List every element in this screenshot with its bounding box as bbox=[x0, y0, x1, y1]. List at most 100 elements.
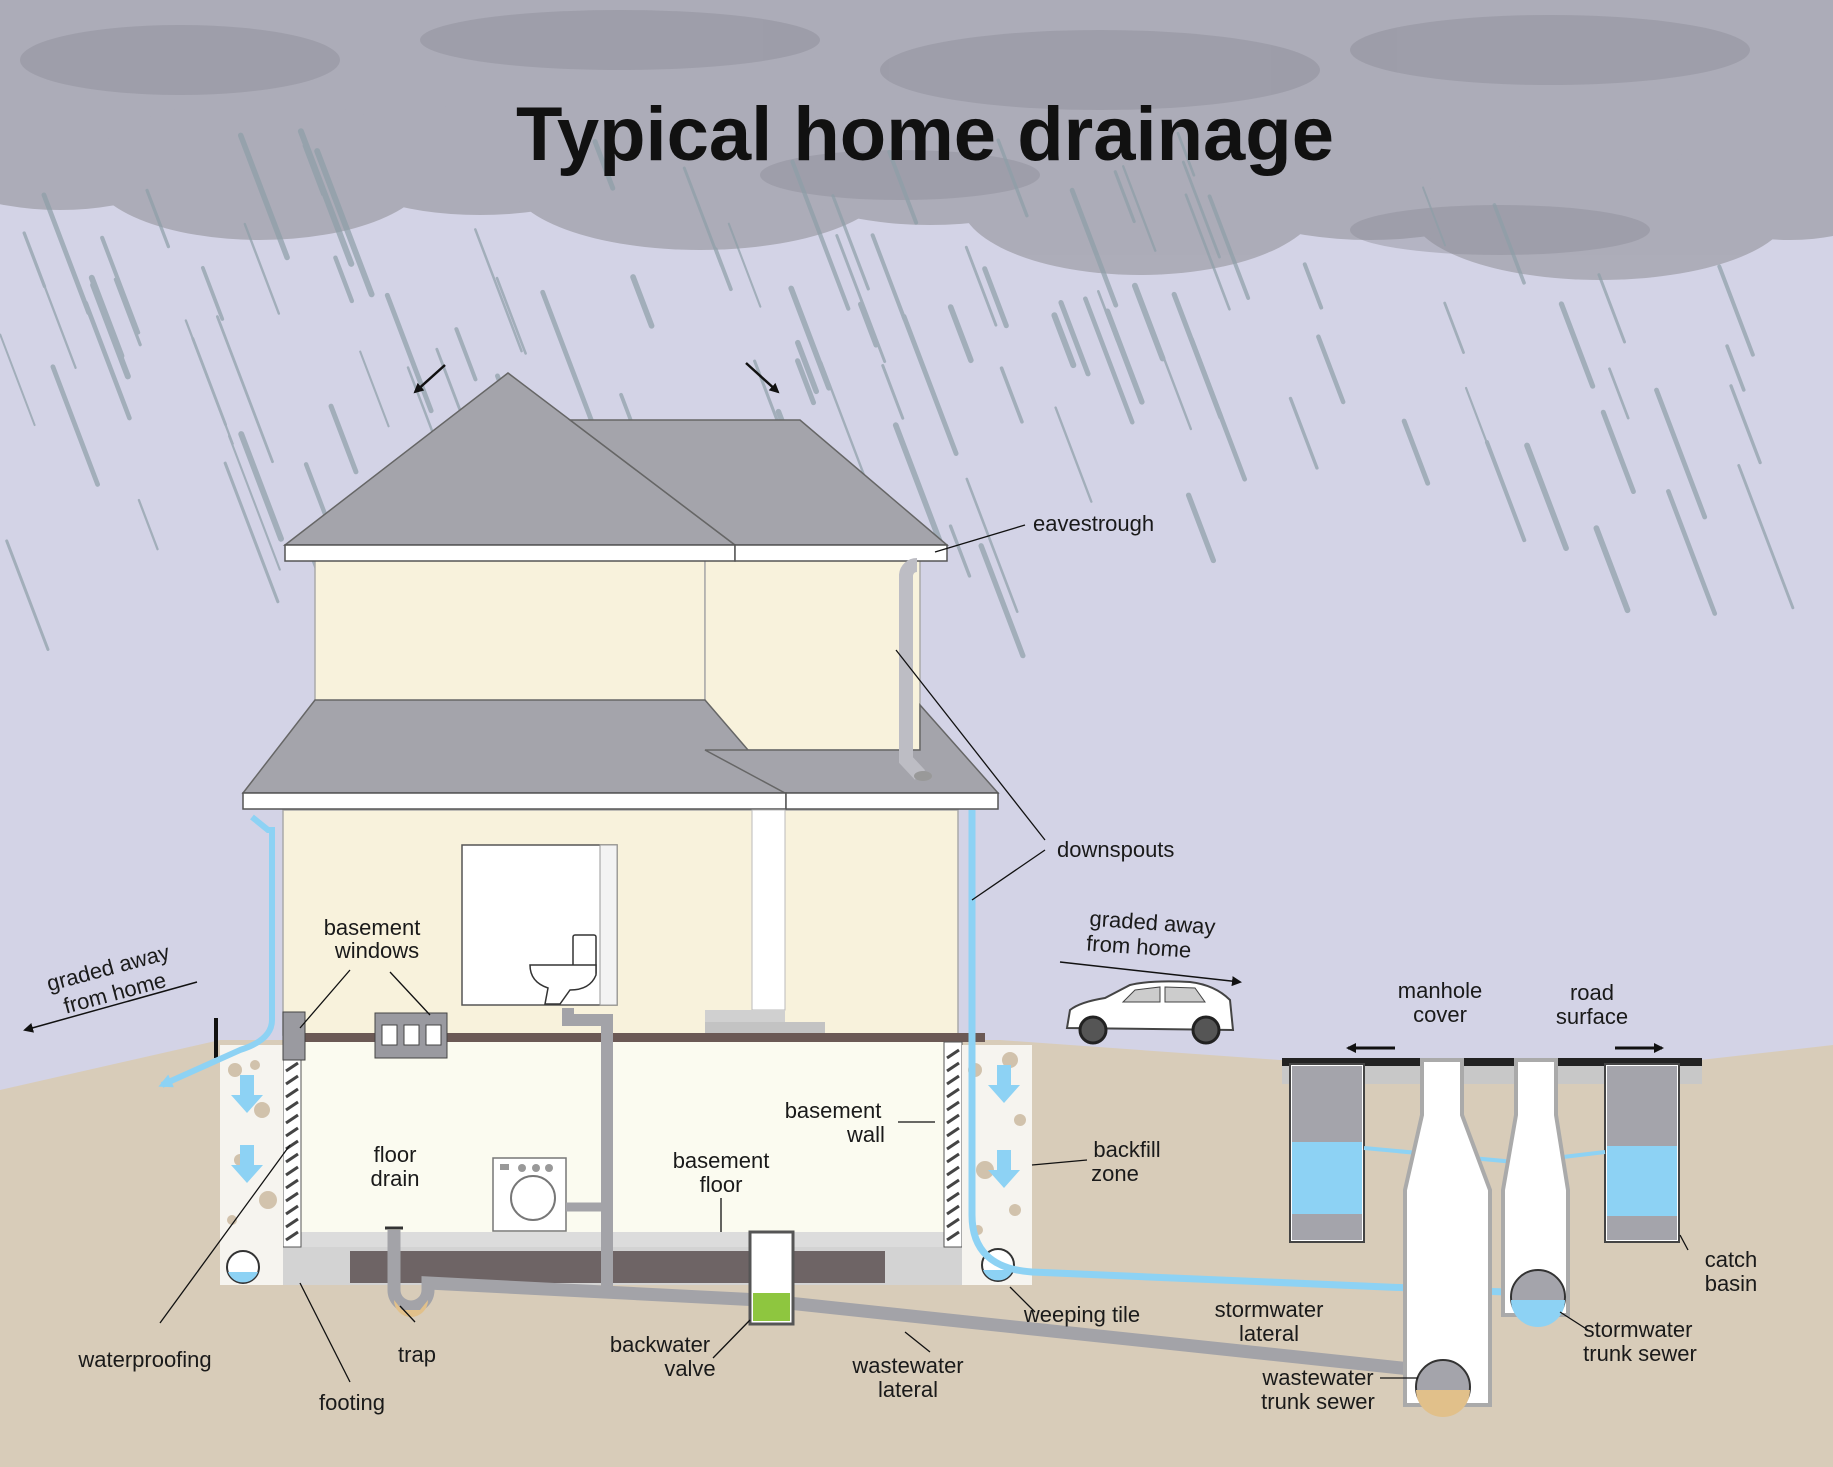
wall-hatch bbox=[285, 1165, 299, 1177]
label-backfill-zone-2: zone bbox=[1091, 1161, 1139, 1186]
rain-streak bbox=[965, 477, 1019, 613]
rain-streak bbox=[1083, 296, 1135, 425]
label-stormwater-trunk-sewer-2: trunk sewer bbox=[1583, 1341, 1697, 1366]
rain-streak bbox=[495, 276, 527, 355]
label-catch-basin-2: basin bbox=[1705, 1271, 1758, 1296]
label-waterproofing: waterproofing bbox=[77, 1347, 211, 1372]
rain-streak bbox=[999, 366, 1024, 424]
rain-streak bbox=[978, 543, 1026, 659]
manhole-wastewater bbox=[1403, 1058, 1492, 1417]
rain-streak bbox=[996, 138, 1029, 218]
rain-streak bbox=[835, 234, 887, 364]
label-road-surface-2: surface bbox=[1556, 1004, 1628, 1029]
wall-hatch bbox=[946, 1100, 960, 1112]
lower-fascia-right bbox=[785, 792, 999, 810]
label-wastewater-trunk-sewer-1: wastewater bbox=[1261, 1365, 1373, 1390]
wall-hatch bbox=[946, 1178, 960, 1190]
graded-arrow-left bbox=[23, 981, 198, 1033]
wall-hatch bbox=[946, 1152, 960, 1164]
wall-hatch bbox=[946, 1139, 960, 1151]
toilet-icon bbox=[529, 934, 597, 1005]
rain-streak bbox=[88, 274, 125, 359]
label-wastewater-lateral-1: wastewater bbox=[851, 1353, 963, 1378]
catch-basin-left bbox=[1289, 1063, 1365, 1243]
rain-streak bbox=[881, 364, 905, 420]
upper-floor-right-wall bbox=[704, 559, 921, 751]
wall-hatch bbox=[285, 1113, 299, 1125]
downspout-right-stormwater-lateral bbox=[968, 810, 1506, 1296]
rain-streak bbox=[137, 498, 159, 551]
washing-machine-icon bbox=[492, 1157, 567, 1232]
label-weeping-tile: weeping tile bbox=[1023, 1302, 1140, 1327]
rain-streak bbox=[1139, 295, 1193, 431]
label-trap: trap bbox=[398, 1342, 436, 1367]
wall-hatch bbox=[946, 1087, 960, 1099]
rain-streak bbox=[41, 192, 92, 316]
wall-hatch bbox=[946, 1165, 960, 1177]
rain-streak bbox=[0, 333, 36, 427]
rain-streak bbox=[795, 339, 820, 395]
label-stormwater-lateral-2: lateral bbox=[1239, 1321, 1299, 1346]
rain-streak bbox=[1122, 165, 1157, 252]
rain-streak bbox=[113, 277, 142, 347]
label-floor-drain-1: floor bbox=[374, 1142, 417, 1167]
rain-streak bbox=[727, 222, 762, 308]
wall-hatch bbox=[946, 1061, 960, 1073]
wall-hatch bbox=[285, 1204, 299, 1216]
downspout-upper bbox=[899, 557, 926, 780]
wall-hatch bbox=[946, 1074, 960, 1086]
main-floor-wall bbox=[282, 809, 959, 1036]
trap-water bbox=[394, 1300, 428, 1317]
downspout-left bbox=[158, 814, 275, 1088]
label-manhole-cover-1: manhole bbox=[1398, 978, 1482, 1003]
label-footing: footing bbox=[319, 1390, 385, 1415]
wall-hatch bbox=[946, 1217, 960, 1229]
upper-fascia-left bbox=[284, 544, 736, 562]
rain-streak bbox=[790, 159, 851, 311]
rain-streak bbox=[1492, 203, 1526, 285]
rain-streak bbox=[1184, 193, 1231, 311]
rain-streak bbox=[887, 149, 919, 225]
rain-streak bbox=[1176, 131, 1196, 177]
rain-streak bbox=[1058, 299, 1091, 377]
rain-streak bbox=[1737, 464, 1795, 610]
wall-hatch bbox=[285, 1100, 299, 1112]
stair-column bbox=[751, 809, 786, 1011]
rain-streak bbox=[297, 128, 355, 267]
stairs-top bbox=[705, 1010, 785, 1022]
eavestrough bbox=[734, 544, 948, 562]
rain-streak bbox=[22, 231, 47, 289]
rain-streak bbox=[145, 188, 171, 249]
rain-streak bbox=[1593, 525, 1631, 614]
wall-hatch bbox=[285, 1126, 299, 1138]
leader-lines bbox=[159, 524, 1689, 1383]
graded-arrow-right bbox=[1059, 961, 1242, 987]
rain-streak bbox=[50, 364, 101, 487]
rain-streak bbox=[215, 315, 274, 464]
wall-hatch bbox=[946, 1126, 960, 1138]
rain-streak bbox=[227, 434, 281, 571]
rain-streak bbox=[184, 319, 234, 445]
roof-arrow-right bbox=[745, 362, 780, 394]
rain-streak bbox=[314, 148, 375, 298]
label-catch-basin-1: catch bbox=[1705, 1247, 1758, 1272]
wall-hatch bbox=[285, 1152, 299, 1164]
rain-streak bbox=[1113, 170, 1136, 224]
label-downspouts: downspouts bbox=[1057, 837, 1174, 862]
rain-streak bbox=[540, 289, 599, 435]
label-basement-windows-1: basement bbox=[324, 915, 421, 940]
rain-streak bbox=[1131, 282, 1166, 362]
rain-streak bbox=[237, 132, 290, 261]
rain-streak bbox=[857, 301, 879, 348]
rain-streak bbox=[1185, 492, 1217, 564]
lower-fascia-left bbox=[242, 792, 787, 810]
basement-interior bbox=[300, 1042, 945, 1242]
rain-streak bbox=[831, 194, 870, 291]
label-backwater-valve-1: backwater bbox=[610, 1332, 710, 1357]
wall-hatch bbox=[285, 1178, 299, 1190]
rain-streak bbox=[5, 539, 50, 651]
lower-roof-left bbox=[241, 699, 787, 794]
rain-streak bbox=[1069, 187, 1119, 308]
wall-hatch bbox=[285, 1074, 299, 1086]
